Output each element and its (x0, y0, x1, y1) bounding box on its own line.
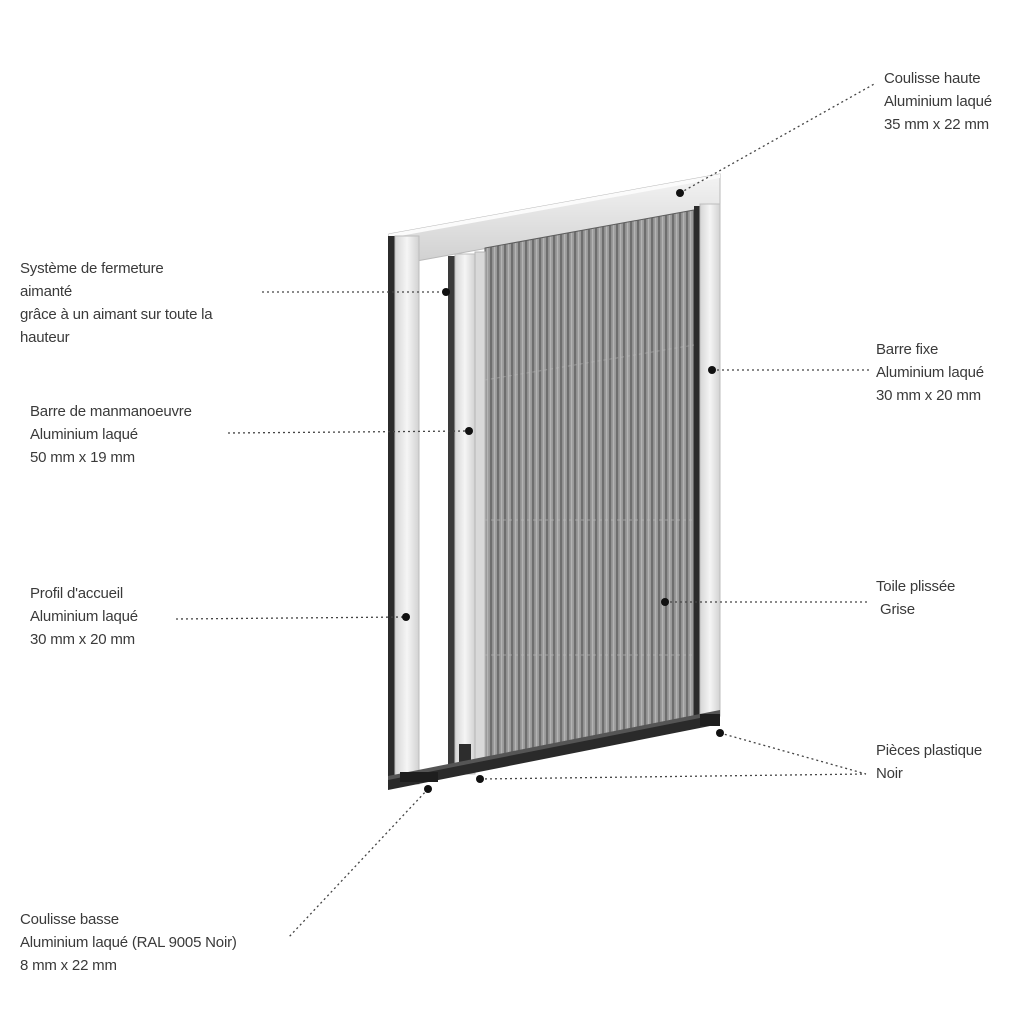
callout-material: Aluminium laqué (30, 608, 138, 625)
callout-title: Coulisse haute (884, 70, 981, 87)
callout-description-cont: hauteur (20, 329, 70, 346)
dot-systeme-fermeture (442, 288, 450, 296)
leader-lines (175, 82, 877, 939)
dot-pieces-plastique-b (476, 775, 484, 783)
callout-dimensions: 8 mm x 22 mm (20, 957, 117, 974)
callout-barre-fixe: Barre fixe Aluminium laqué 30 mm x 20 mm (876, 338, 984, 407)
callout-title: Système de fermeture (20, 260, 164, 277)
receiving-profile (388, 235, 420, 786)
callout-coulisse-haute: Coulisse haute Aluminium laqué 35 mm x 2… (884, 67, 992, 136)
leader-pieces-plastique-b (479, 773, 867, 780)
callout-color: Grise (880, 601, 915, 618)
callout-title: Toile plissée (876, 578, 956, 595)
callout-color: Noir (876, 765, 903, 782)
callout-profil-accueil: Profil d'accueil Aluminium laqué 30 mm x… (30, 582, 138, 651)
dot-pieces-plastique-a (716, 729, 724, 737)
callout-dots (402, 189, 724, 793)
callout-material: Aluminium laqué (30, 426, 138, 443)
callout-material: Aluminium laqué (884, 93, 992, 110)
callout-title: Pièces plastique (876, 742, 983, 759)
callout-barre-manoeuvre: Barre de manmanoeuvre Aluminium laqué 50… (30, 400, 192, 469)
leader-pieces-plastique-a (719, 732, 867, 775)
leader-barre-manoeuvre (227, 430, 470, 434)
handle-bar (448, 251, 486, 775)
dot-toile-plissee (661, 598, 669, 606)
callout-title-cont: aimanté (20, 283, 72, 300)
dot-coulisse-haute (676, 189, 684, 197)
callout-dimensions: 30 mm x 20 mm (30, 631, 135, 648)
callout-description: grâce à un aimant sur toute la (20, 306, 213, 323)
pleated-mesh (484, 209, 695, 763)
leader-profil-accueil (175, 616, 407, 620)
callout-dimensions: 30 mm x 20 mm (876, 387, 981, 404)
dot-barre-fixe (708, 366, 716, 374)
callout-pieces-plastique: Pièces plastique Noir (876, 739, 982, 785)
callout-title: Barre fixe (876, 341, 939, 358)
bottom-rail (388, 710, 720, 790)
callout-dimensions: 35 mm x 22 mm (884, 116, 989, 133)
callout-toile-plissee: Toile plissée Grise (876, 575, 955, 621)
dot-barre-manoeuvre (465, 427, 473, 435)
leader-coulisse-basse (287, 788, 429, 939)
callout-dimensions: 50 mm x 19 mm (30, 449, 135, 466)
callout-material: Aluminium laqué (876, 364, 984, 381)
callout-title: Coulisse basse (20, 911, 119, 928)
dot-profil-accueil (402, 613, 410, 621)
fixed-bar (694, 203, 721, 718)
callout-material: Aluminium laqué (RAL 9005 Noir) (20, 934, 237, 951)
callout-coulisse-basse: Coulisse basse Aluminium laqué (RAL 9005… (20, 908, 237, 977)
callout-title: Barre de manmanoeuvre (30, 403, 192, 420)
callout-title: Profil d'accueil (30, 585, 124, 602)
callout-systeme-fermeture: Système de fermeture aimanté grâce à un … (20, 257, 213, 349)
dot-coulisse-basse (424, 785, 432, 793)
